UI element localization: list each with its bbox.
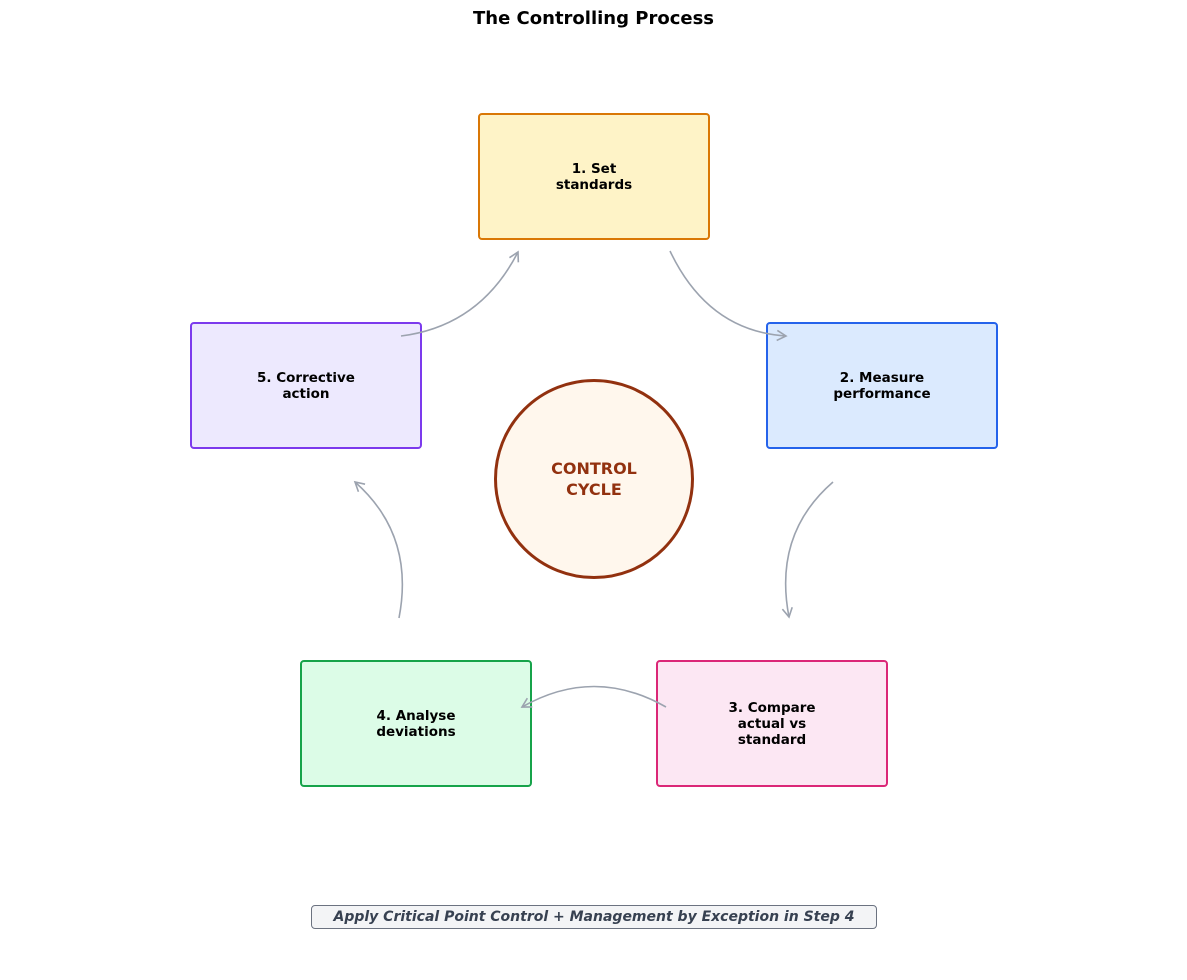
footer-note: Apply Critical Point Control + Managemen…: [311, 905, 877, 929]
arrow-step1-to-step2: [669, 250, 788, 342]
step-4-box: [300, 660, 532, 787]
step-1-box: [478, 113, 710, 240]
arrow-step3-to-step4: [520, 685, 667, 708]
step-2-box: [766, 322, 998, 449]
step-5-label: 5. Corrective action: [257, 369, 355, 402]
step-5-box: [190, 322, 422, 449]
step-2-label: 2. Measure performance: [833, 369, 931, 402]
step-3-box: [656, 660, 888, 787]
arrow-step5-to-step1: [400, 250, 520, 337]
step-1-label: 1. Set standards: [555, 160, 633, 193]
control-cycle-circle: [494, 379, 694, 579]
diagram-title: The Controlling Process: [472, 8, 715, 29]
arrow-step4-to-step5: [353, 480, 404, 619]
step-3-label: 3. Compare actual vs standard: [728, 699, 816, 748]
control-cycle-label: CONTROL CYCLE: [551, 459, 637, 499]
arrow-step2-to-step3: [781, 481, 834, 619]
step-4-label: 4. Analyse deviations: [376, 707, 456, 740]
